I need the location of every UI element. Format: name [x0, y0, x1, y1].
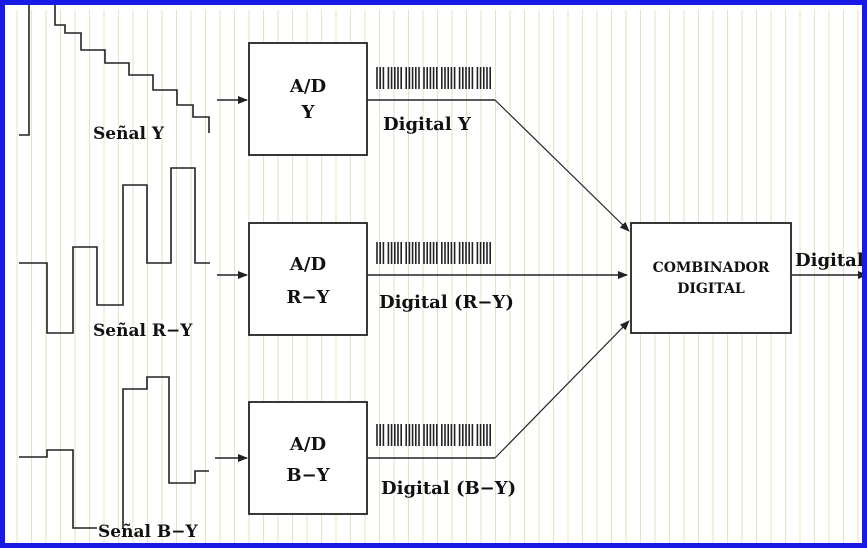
signal-y-label: Señal Y [93, 124, 165, 144]
digital-ry-label: Digital (R−Y) [379, 292, 514, 313]
signal-by-label: Señal B−Y [98, 522, 198, 542]
pulse-train-ry [376, 242, 492, 264]
arrow-y-to-combiner [494, 99, 630, 232]
ad-converter-y-box [248, 42, 368, 156]
ad-by-line2: B−Y [286, 465, 330, 486]
diagram-canvas: Señal Y Señal R−Y Señal B−Y A/D Y A/D R−… [16, 5, 864, 543]
signal-by-waveform [19, 376, 209, 529]
combiner-output-label: Digital [795, 250, 864, 271]
digital-y-label: Digital Y [383, 114, 472, 135]
combiner-box [630, 222, 792, 334]
ad-y-line1: A/D [289, 76, 326, 97]
combiner-line2: DIGITAL [677, 281, 745, 297]
ad-converter-ry-box [248, 222, 368, 336]
signal-y-waveform [19, 5, 210, 136]
ad-y-line2: Y [301, 102, 316, 123]
pulse-train-y [376, 67, 492, 89]
signal-ry-waveform [19, 167, 210, 334]
signal-ry-label: Señal R−Y [93, 321, 193, 341]
pulse-train-by [376, 424, 492, 446]
combiner-line1: COMBINADOR [653, 260, 770, 276]
ad-ry-line2: R−Y [287, 287, 331, 308]
digital-by-label: Digital (B−Y) [381, 478, 516, 499]
ad-ry-line1: A/D [289, 254, 326, 275]
ad-by-line1: A/D [289, 434, 326, 455]
ad-converter-by-box [248, 401, 368, 515]
arrow-by-to-combiner [494, 320, 630, 459]
